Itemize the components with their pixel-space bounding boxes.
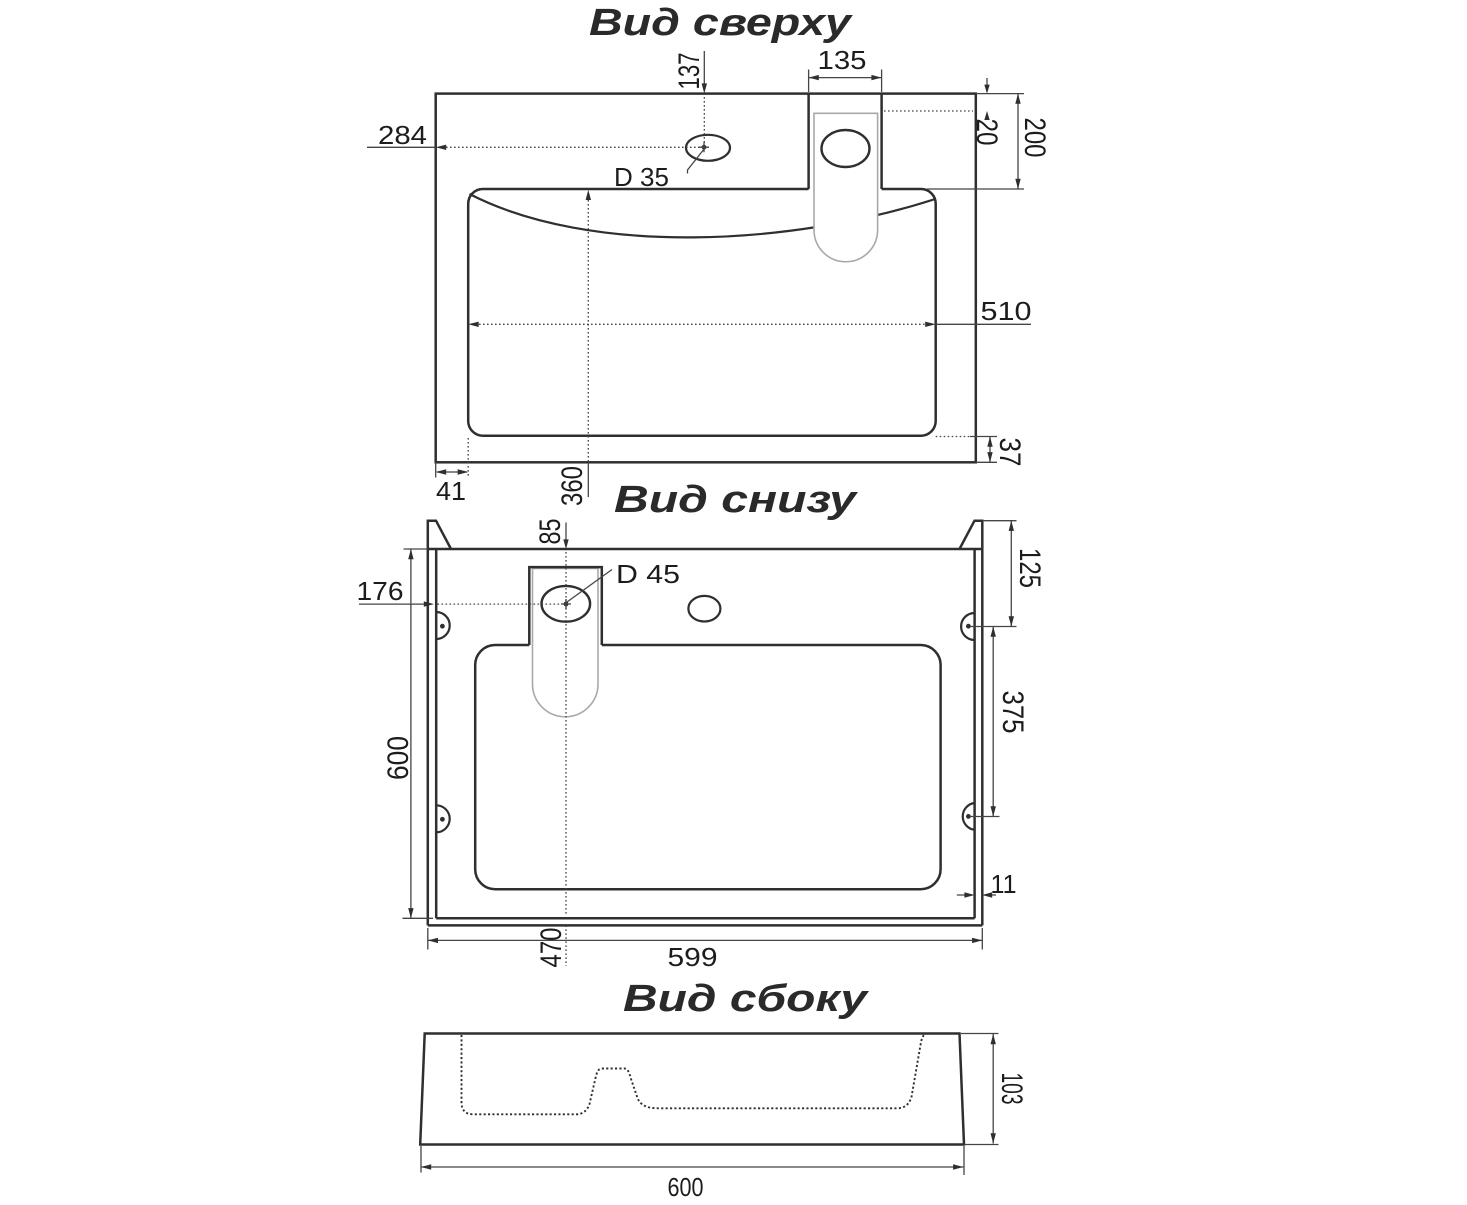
svg-text:510: 510 — [981, 296, 1032, 326]
svg-text:D 45: D 45 — [616, 559, 680, 589]
svg-text:37: 37 — [994, 438, 1027, 467]
svg-text:D 35: D 35 — [614, 162, 669, 192]
svg-text:85: 85 — [533, 519, 566, 545]
svg-text:600: 600 — [381, 736, 414, 780]
svg-text:135: 135 — [818, 45, 867, 75]
svg-text:11: 11 — [991, 869, 1017, 899]
svg-text:103: 103 — [996, 1073, 1029, 1105]
svg-text:137: 137 — [672, 53, 705, 90]
svg-text:20: 20 — [971, 119, 1004, 146]
svg-text:Вид снизу: Вид снизу — [614, 479, 858, 521]
svg-text:600: 600 — [668, 1172, 704, 1200]
svg-text:200: 200 — [1019, 118, 1052, 158]
svg-text:176: 176 — [357, 576, 404, 606]
svg-text:284: 284 — [378, 120, 427, 150]
svg-text:125: 125 — [1014, 548, 1047, 588]
svg-text:41: 41 — [436, 476, 466, 506]
svg-text:375: 375 — [997, 691, 1030, 734]
svg-text:360: 360 — [555, 466, 588, 506]
svg-text:Вид сбоку: Вид сбоку — [623, 978, 869, 1020]
svg-text:470: 470 — [534, 928, 567, 968]
svg-text:Вид сверху: Вид сверху — [589, 2, 853, 44]
svg-text:599: 599 — [668, 942, 718, 972]
